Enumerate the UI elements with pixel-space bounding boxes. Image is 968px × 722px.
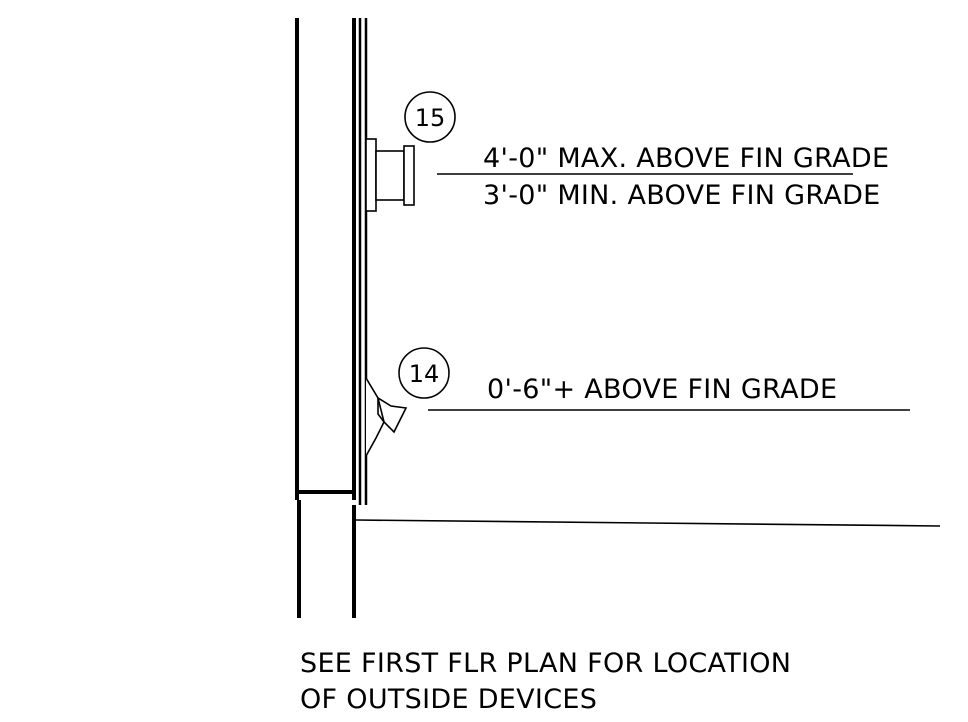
- callout-14-circle: [398, 347, 450, 399]
- general-note-line-1: SEE FIRST FLR PLAN FOR LOCATION: [300, 648, 791, 679]
- callout-15-circle: [404, 91, 456, 143]
- device-15-backplate: [365, 138, 377, 212]
- callout-14-note: 0'-6"+ ABOVE FIN GRADE: [487, 374, 837, 405]
- foundation: [297, 500, 356, 618]
- callout-15-tag: 15: [404, 91, 456, 143]
- device-15-body: [375, 150, 405, 201]
- device-15-symbol: [365, 138, 415, 212]
- callout-15-note-max: 4'-0" MAX. ABOVE FIN GRADE: [483, 143, 889, 174]
- device-14-symbol: [365, 377, 408, 457]
- callout-14-tag: 14: [398, 347, 450, 399]
- callout-14-number: 14: [409, 360, 440, 388]
- device-15-face: [403, 145, 415, 206]
- wall-section: [295, 18, 368, 505]
- callout-15-number: 15: [415, 104, 446, 132]
- device-14-spout: [376, 396, 408, 434]
- general-note-line-2: OF OUTSIDE DEVICES: [300, 684, 597, 715]
- finish-grade-line: [355, 519, 941, 527]
- device-14-body: [365, 377, 385, 457]
- callout-15-note-min: 3'-0" MIN. ABOVE FIN GRADE: [483, 180, 881, 211]
